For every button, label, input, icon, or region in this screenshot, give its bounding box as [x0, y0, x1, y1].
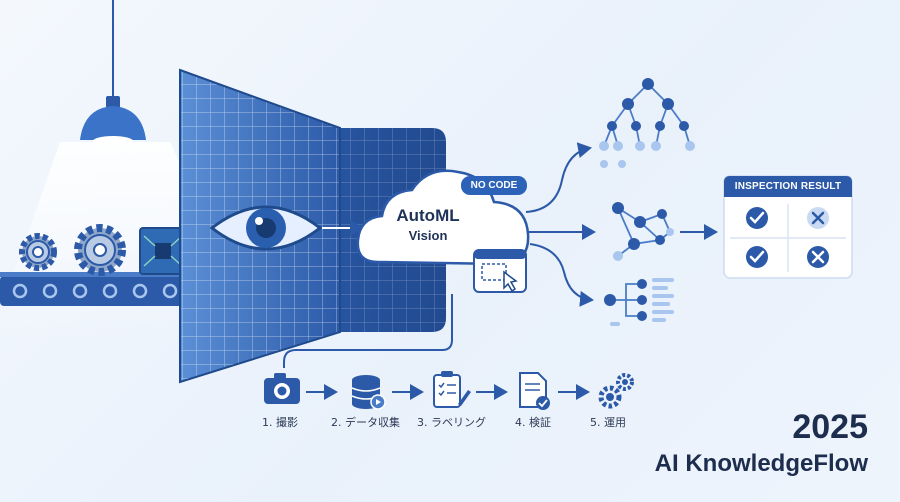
- check-icon: [746, 246, 768, 268]
- neural-network-icon: [612, 202, 674, 261]
- step-label: 3. ラベリング: [417, 416, 486, 429]
- decision-tree-icon: [599, 78, 695, 168]
- conveyor-belt: [0, 272, 190, 306]
- step-label: 5. 運用: [590, 416, 626, 429]
- step-label: 1. 撮影: [262, 416, 298, 429]
- camera-icon: [264, 373, 300, 404]
- inspection-result-card: [723, 175, 853, 279]
- no-code-badge: NO CODE: [461, 176, 527, 195]
- footer-year: 2025: [792, 408, 868, 446]
- step-label: 4. 検証: [515, 416, 551, 429]
- step-label: 2. データ収集: [331, 416, 400, 429]
- cloud-subtitle: Vision: [408, 228, 448, 243]
- cloud-title: AutoML: [396, 206, 460, 225]
- clipboard-icon: [433, 371, 471, 408]
- branch-arrows: [283, 142, 718, 368]
- cross-icon: [807, 246, 829, 268]
- eye-icon: [209, 205, 323, 251]
- cloud-label: AutoML Vision: [372, 206, 484, 243]
- click-window-icon: [473, 249, 527, 293]
- gears-icon: [598, 373, 634, 409]
- footer-brand: AI KnowledgeFlow: [654, 450, 868, 477]
- database-icon: [351, 375, 386, 410]
- check-icon: [746, 207, 768, 229]
- document-check-icon: [519, 372, 550, 410]
- gear-icon: [74, 224, 126, 276]
- cross-icon: [807, 207, 829, 229]
- hierarchy-icon: [604, 278, 674, 326]
- inspection-title: INSPECTION RESULT: [734, 181, 842, 192]
- gear-icon: [19, 233, 57, 271]
